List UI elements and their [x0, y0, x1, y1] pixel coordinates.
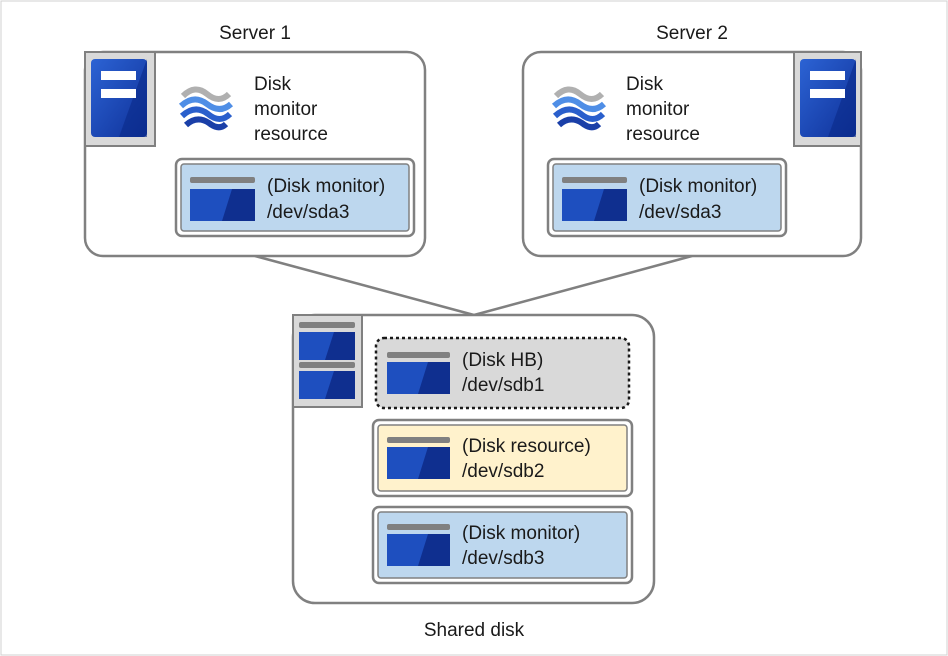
server1-monitor-label-3: resource	[254, 124, 328, 145]
link-line-server2	[473, 254, 693, 317]
disk-monitor-icon	[551, 85, 607, 133]
server2-monitor-label-3: resource	[626, 124, 700, 145]
server1-monitor-label-2: monitor	[254, 99, 318, 120]
shared-disk-monitor: (Disk monitor) /dev/sdb3	[371, 505, 634, 585]
shared-disk-icon	[292, 314, 363, 408]
shared-disk-hb-line2: /dev/sdb1	[462, 375, 544, 396]
disk-icon	[387, 524, 450, 566]
shared-disk-resource: (Disk resource) /dev/sdb2	[371, 418, 634, 498]
disk-monitor-icon	[178, 85, 234, 133]
server1-disk-monitor: (Disk monitor) /dev/sda3	[174, 157, 416, 238]
shared-disk-hb: (Disk HB) /dev/sdb1	[374, 336, 631, 410]
server1-title: Server 1	[219, 23, 291, 44]
server2-monitor-label-1: Disk	[626, 74, 663, 95]
shared-disk-resource-line1: (Disk resource)	[462, 436, 591, 457]
disk-icon	[562, 177, 627, 221]
shared-disk-hb-line1: (Disk HB)	[462, 350, 543, 371]
server1-disk-line2: /dev/sda3	[267, 202, 349, 223]
server2-disk-monitor: (Disk monitor) /dev/sda3	[546, 157, 788, 238]
shared-disk-monitor-line2: /dev/sdb3	[462, 548, 544, 569]
shared-disk-resource-line2: /dev/sdb2	[462, 461, 544, 482]
disk-icon	[387, 352, 450, 394]
server2-disk-line2: /dev/sda3	[639, 202, 721, 223]
server2-monitor-label-2: monitor	[626, 99, 690, 120]
disk-icon	[190, 177, 255, 221]
shared-disk-monitor-line1: (Disk monitor)	[462, 523, 580, 544]
server-icon	[793, 51, 862, 147]
server1-disk-line1: (Disk monitor)	[267, 176, 385, 197]
shared-disk-title: Shared disk	[424, 620, 525, 641]
server-icon	[84, 51, 156, 147]
disk-icon	[387, 437, 450, 479]
server2-disk-line1: (Disk monitor)	[639, 176, 757, 197]
link-line-server1	[254, 254, 475, 317]
server1-monitor-label-1: Disk	[254, 74, 291, 95]
server2-title: Server 2	[656, 23, 728, 44]
